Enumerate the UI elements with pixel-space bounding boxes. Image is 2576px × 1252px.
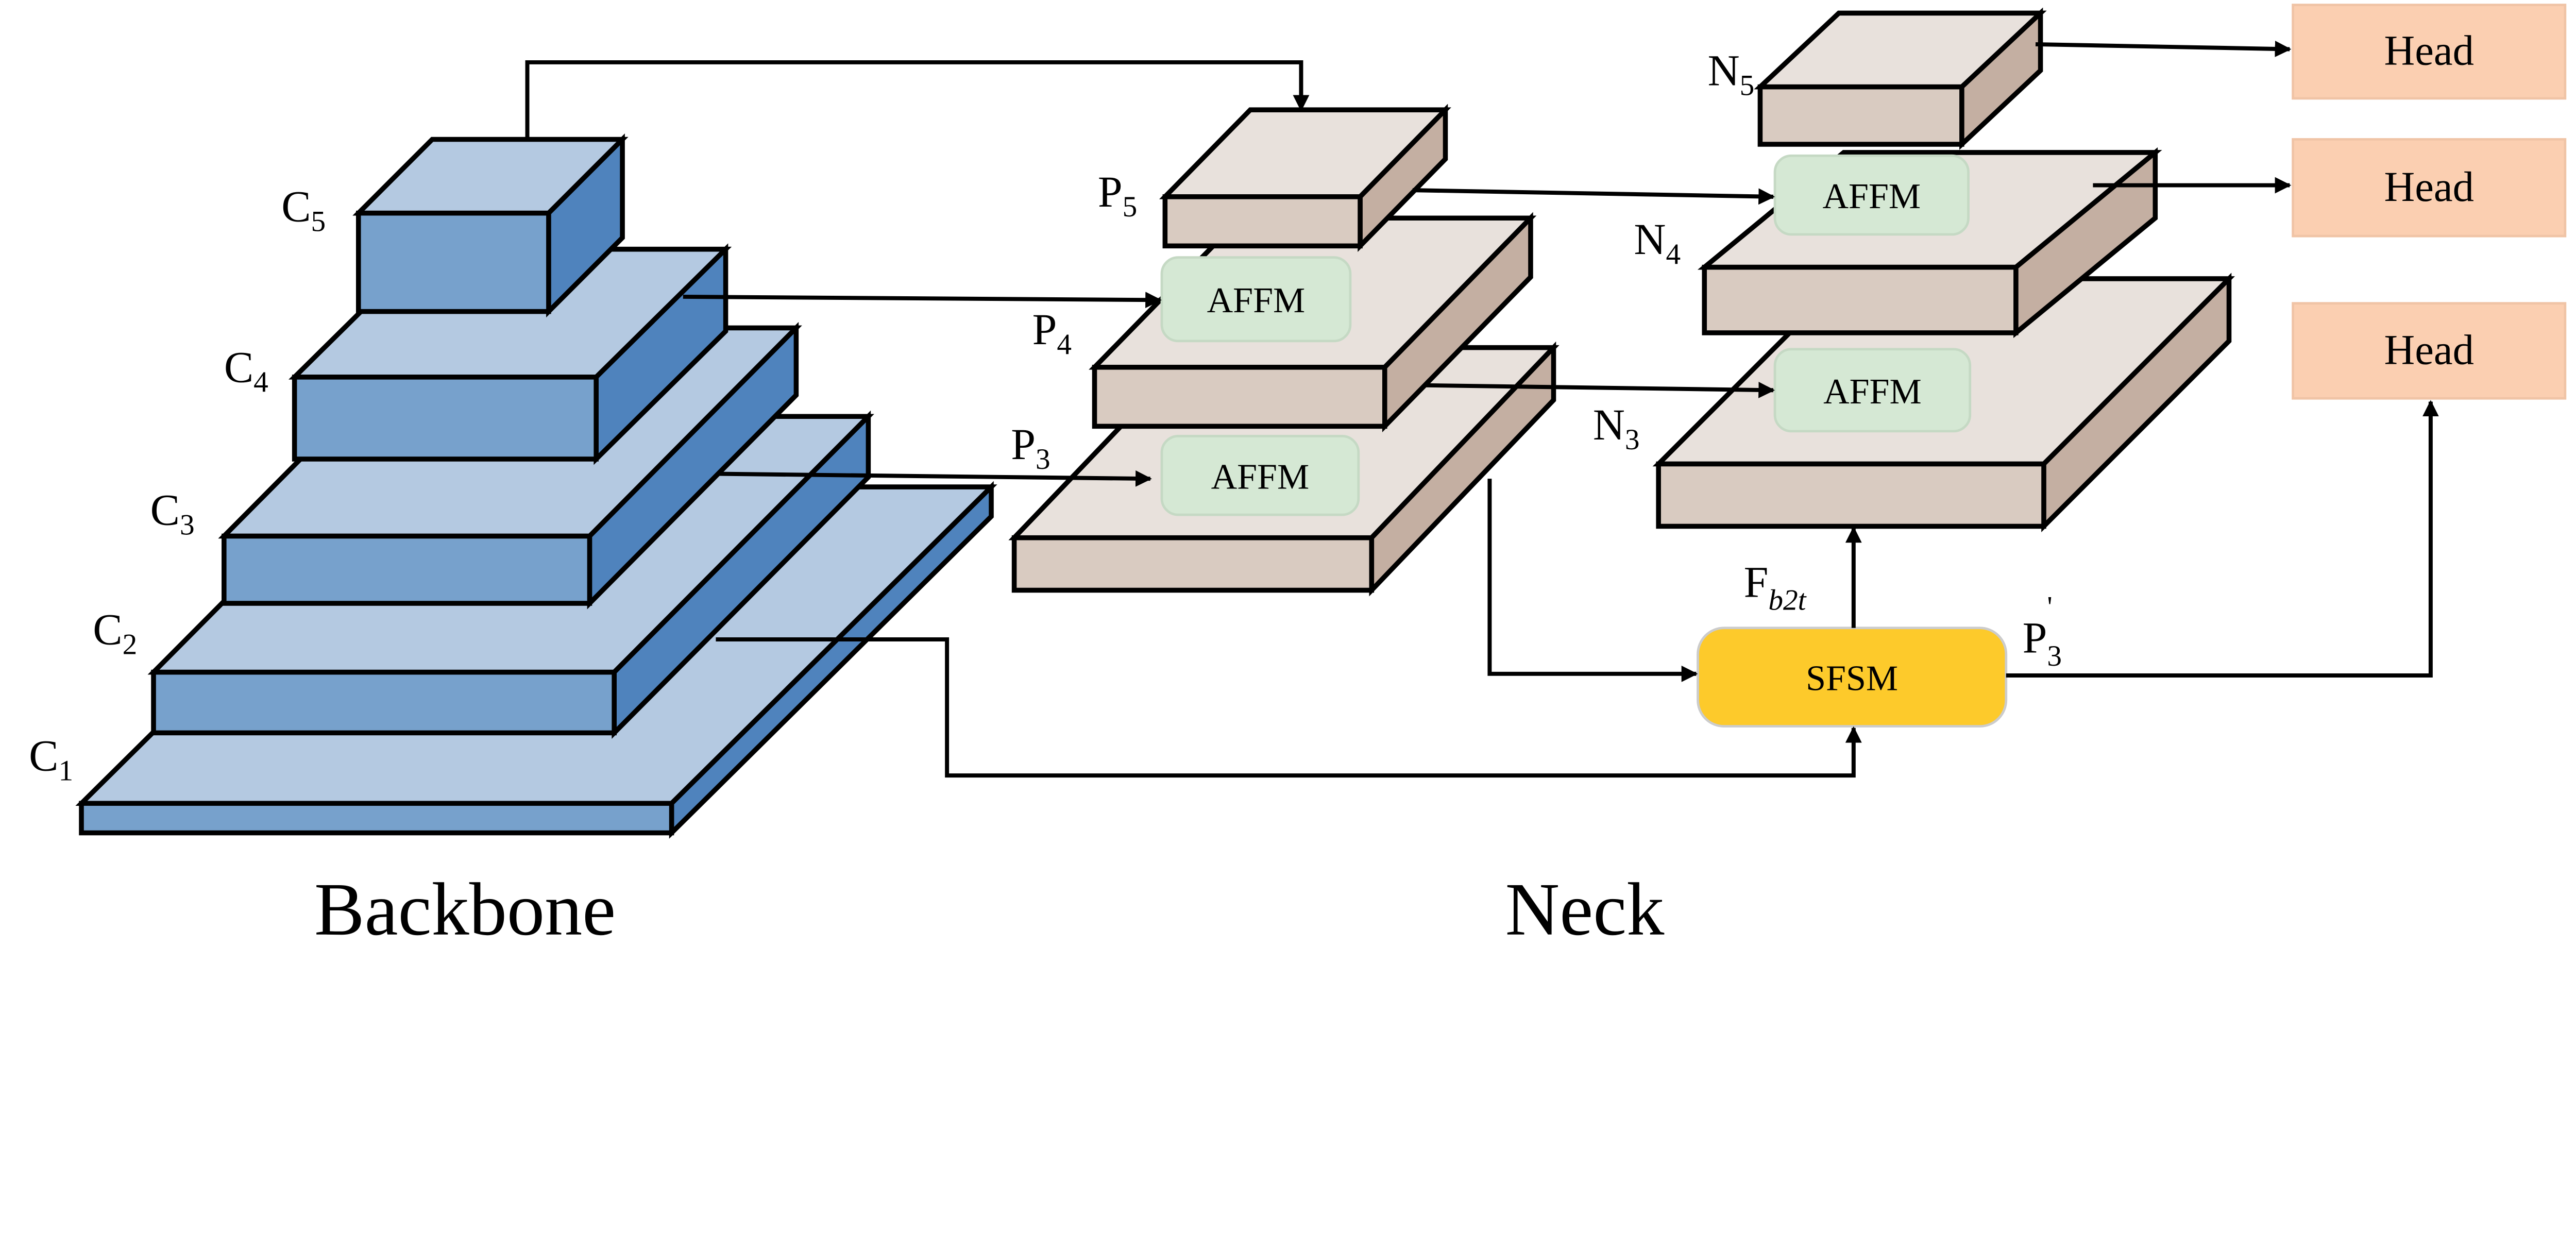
affm-n4-box	[1773, 154, 1970, 236]
affm-p4-box	[1160, 256, 1352, 343]
c3-block-front-face	[222, 533, 592, 606]
affm-p3-label: AFFM	[1211, 457, 1310, 497]
c5-block	[352, 133, 629, 318]
c5-to-p5-arrow	[525, 60, 1310, 140]
c1-label: C1	[29, 731, 73, 787]
c4-block-front-face	[292, 375, 599, 462]
affm-p3: AFFM	[1160, 435, 1360, 516]
affm-p4-label: AFFM	[1207, 281, 1306, 320]
head-3-label: Head	[2384, 326, 2474, 373]
c2-to-sfsm-arrow	[716, 637, 1862, 778]
n4-label: N4	[1634, 214, 1681, 270]
c2-block-front-face	[151, 669, 617, 736]
head-3: Head	[2292, 302, 2567, 400]
p5-block-front-face	[1162, 194, 1363, 249]
sfsm-module-label: SFSM	[1806, 659, 1898, 699]
affm-n3-label: AFFM	[1823, 372, 1922, 412]
n5-label: N5	[1708, 45, 1755, 101]
neck-title: Neck	[1505, 868, 1665, 951]
head-2-label: Head	[2384, 163, 2474, 210]
c4-to-affm-arrow	[683, 292, 1162, 309]
c4-label: C4	[224, 342, 268, 398]
p4-label: P4	[1032, 304, 1072, 361]
p4-block-front-face	[1092, 365, 1387, 429]
head-2: Head	[2292, 138, 2567, 238]
p5-block	[1159, 104, 1451, 252]
head-2-box	[2292, 138, 2567, 238]
p3-block-front-face	[1011, 535, 1375, 593]
n5-to-head1-arrow	[2035, 41, 2292, 57]
affm-p3-box	[1160, 435, 1360, 516]
c3-to-affm-arrow	[719, 470, 1152, 487]
head-1-box	[2292, 4, 2567, 100]
c5-block-front-face	[355, 210, 551, 314]
fb2t-label: Fb2t	[1744, 557, 1807, 616]
sfsm-to-head3-arrow	[2006, 400, 2439, 678]
backbone-title: Backbone	[314, 868, 616, 951]
c2-label: C2	[93, 605, 137, 661]
affm-n3: AFFM	[1773, 348, 1972, 433]
p3-to-sfsm-arrow	[1487, 479, 1698, 682]
n3-label: N3	[1593, 400, 1640, 456]
p3-prime-label: P3'	[2023, 590, 2062, 672]
affm-p4: AFFM	[1160, 256, 1352, 343]
c3-label: C3	[150, 485, 195, 541]
sfsm-module: SFSM	[1697, 627, 2008, 728]
p5-to-n4-affm-arrow	[1412, 188, 1775, 205]
c1-block-front-face	[79, 801, 674, 836]
head-1-label: Head	[2384, 27, 2474, 74]
p5-label: P5	[1098, 167, 1137, 223]
n3-block-front-face	[1656, 461, 2046, 529]
affm-n4: AFFM	[1773, 154, 1970, 236]
c5-label: C5	[281, 182, 326, 238]
affm-n3-box	[1773, 348, 1972, 433]
affm-n4-label: AFFM	[1822, 177, 1921, 216]
p4-to-n3-affm-arrow	[1426, 382, 1775, 398]
n5-block-front-face	[1757, 84, 1964, 147]
p3-label: P3	[1011, 419, 1050, 476]
n5-block	[1754, 7, 2047, 150]
head-3-box	[2292, 302, 2567, 400]
n4-block-front-face	[1702, 264, 2019, 335]
head-1: Head	[2292, 4, 2567, 100]
